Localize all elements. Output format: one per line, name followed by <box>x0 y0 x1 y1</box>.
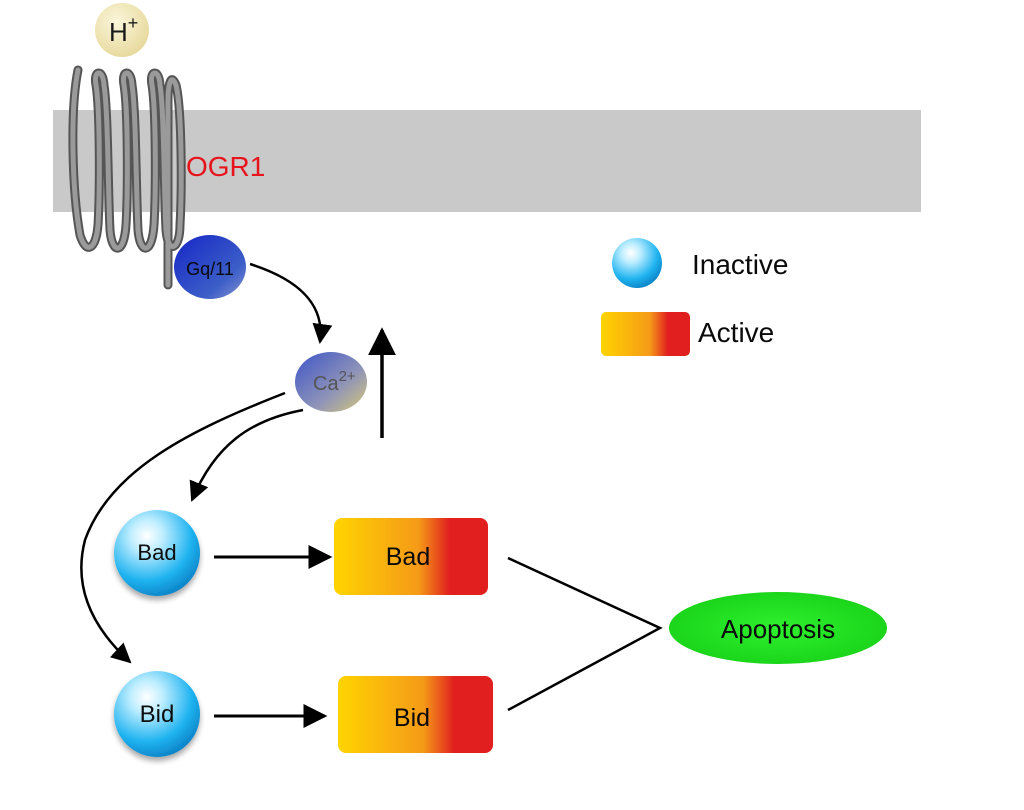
g-protein-gq11: Gq/11 <box>174 235 246 299</box>
bid-active-label: Bid <box>394 704 430 732</box>
bad-active-label: Bad <box>386 543 430 571</box>
svg-text:H+: H+ <box>109 13 138 47</box>
legend: Inactive Active <box>601 238 789 356</box>
calcium-superscript: 2+ <box>339 368 356 385</box>
arrow-ca-to-bad <box>189 408 304 502</box>
calcium-ion: Ca2+ <box>295 352 367 412</box>
calcium-base: Ca <box>313 373 339 395</box>
ligand-h-plus: H+ <box>95 3 149 57</box>
arrow-gq-to-ca <box>249 262 333 344</box>
bid-active-node: Bid <box>338 676 493 753</box>
bid-inactive-label: Bid <box>140 701 175 728</box>
bad-active-node: Bad <box>334 518 488 595</box>
legend-active-swatch <box>601 312 690 356</box>
ligand-superscript: + <box>128 13 139 33</box>
bid-inactive-node: Bid <box>114 671 200 757</box>
arrow-ca-to-bid <box>80 391 286 664</box>
legend-inactive-swatch <box>612 238 662 288</box>
bad-inactive-label: Bad <box>137 540 176 565</box>
legend-inactive-label: Inactive <box>692 249 789 280</box>
g-protein-label: Gq/11 <box>186 259 234 279</box>
ligand-base: H <box>109 17 128 47</box>
apoptosis-node: Apoptosis <box>669 592 887 664</box>
bad-inactive-node: Bad <box>114 510 200 596</box>
receptor-ogr1-coil-fill <box>70 67 184 288</box>
svg-text:Ca2+: Ca2+ <box>313 368 356 395</box>
line-to-apoptosis <box>507 556 663 712</box>
legend-active-label: Active <box>698 317 774 348</box>
receptor-label: OGR1 <box>186 151 265 182</box>
apoptosis-label: Apoptosis <box>721 614 835 644</box>
cell-membrane <box>53 110 921 212</box>
